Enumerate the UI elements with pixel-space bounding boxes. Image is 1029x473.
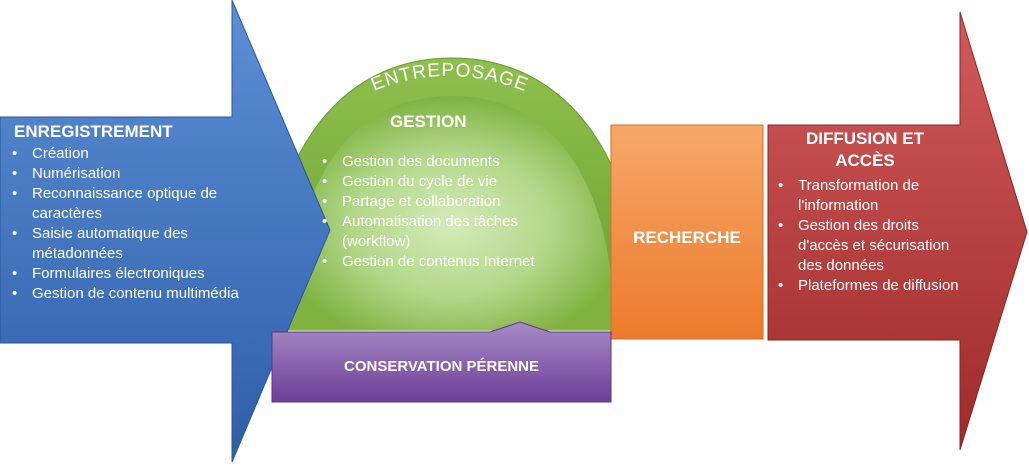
list-item: Gestion de contenu multimédia: [10, 284, 265, 304]
recherche-label: RECHERCHE: [633, 228, 741, 247]
diffusion-list: Transformation de l'information Gestion …: [776, 176, 966, 296]
conservation-bar: [271, 321, 612, 403]
list-item: Gestion des droits d'accès et sécurisati…: [776, 216, 966, 276]
list-item: Reconnaissance optique de caractères: [10, 184, 265, 224]
list-item: Gestion des documents: [320, 152, 580, 172]
list-item: Formulaires électroniques: [10, 264, 265, 284]
list-item: Création: [10, 144, 265, 164]
enregistrement-list: Création Numérisation Reconnaissance opt…: [10, 144, 265, 304]
list-item: Automatisation des tâches (workflow): [320, 212, 580, 252]
recherche-box: [610, 124, 764, 340]
gestion-title: GESTION: [390, 112, 467, 131]
list-item: Plateformes de diffusion: [776, 276, 966, 296]
gestion-list: Gestion des documents Gestion du cycle d…: [320, 152, 580, 272]
list-item: Numérisation: [10, 164, 265, 184]
list-item: Transformation de l'information: [776, 176, 966, 216]
diffusion-title-line2: ACCÈS: [835, 151, 895, 170]
list-item: Gestion du cycle de vie: [320, 172, 580, 192]
enregistrement-title: ENREGISTREMENT: [14, 122, 173, 141]
conservation-label: CONSERVATION PÉRENNE: [343, 358, 540, 375]
list-item: Partage et collaboration: [320, 192, 580, 212]
list-item: Saisie automatique des métadonnées: [10, 224, 265, 264]
list-item: Gestion de contenus Internet: [320, 252, 580, 272]
diffusion-title-line1: DIFFUSION ET: [805, 129, 925, 148]
diffusion-title: DIFFUSION ET ACCÈS: [780, 128, 950, 172]
